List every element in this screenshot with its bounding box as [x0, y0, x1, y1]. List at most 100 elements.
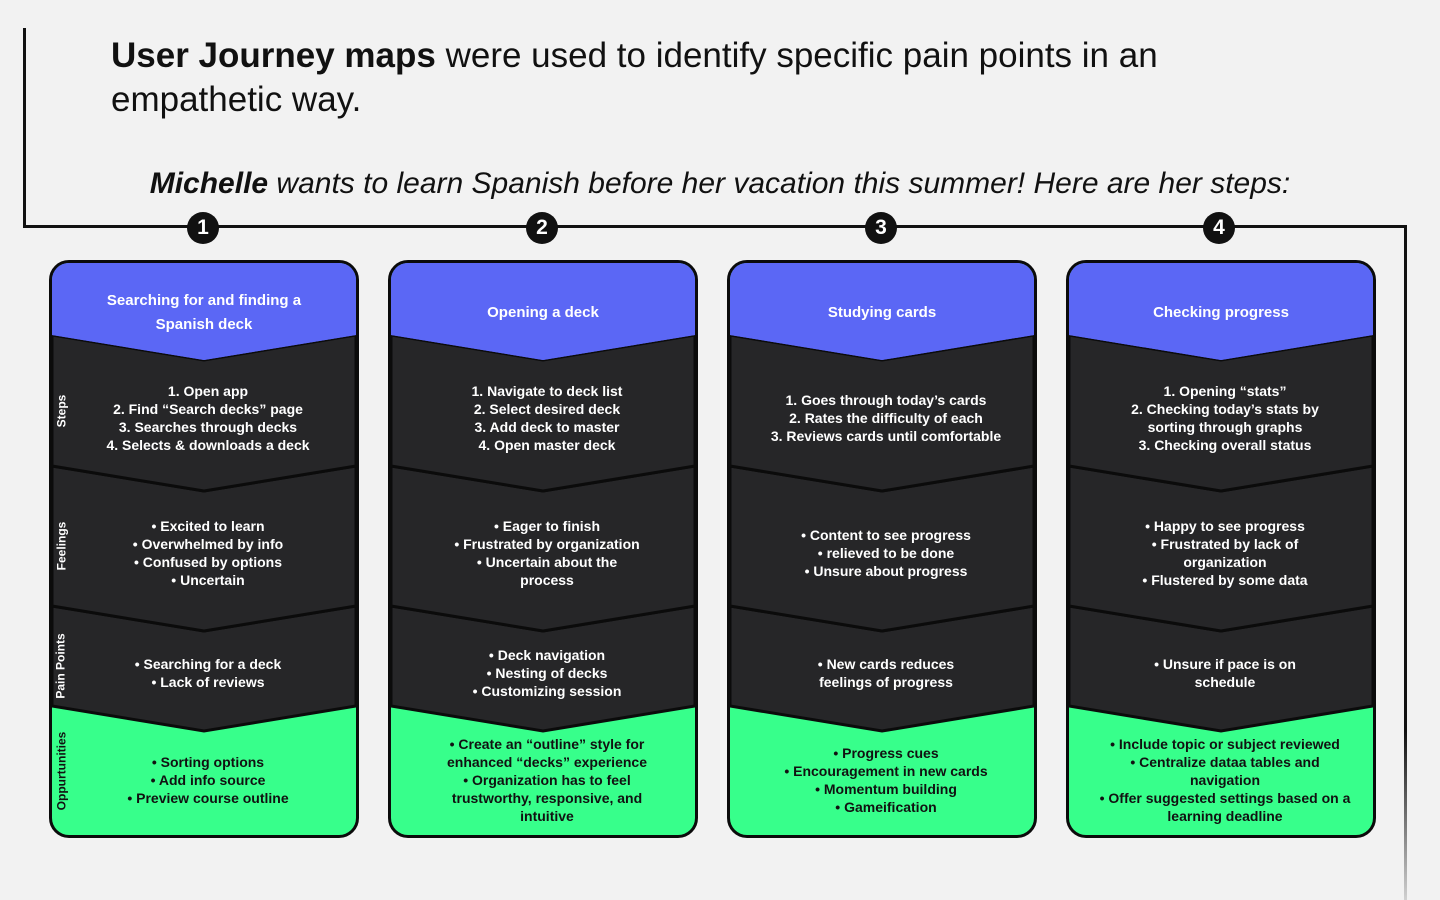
header-band-fill	[391, 263, 695, 360]
intro-headline: User Journey maps were used to identify …	[111, 34, 1261, 122]
list-item: intuitive	[520, 808, 574, 824]
list-item: 3. Checking overall status	[1138, 437, 1312, 453]
list-item: 4. Open master deck	[478, 437, 616, 453]
row-label-steps: Steps	[54, 394, 68, 427]
journey-stage-card: Studying cards 1. Goes through today’s ca…	[727, 260, 1037, 838]
list-item: 2. Select desired deck	[473, 401, 621, 417]
stage-bands	[730, 263, 1034, 835]
list-item: • Excited to learn	[151, 517, 265, 534]
stage-bands	[1069, 263, 1373, 835]
stages-1-feelings-list: • Eager to finish• Frustrated by organiz…	[454, 517, 639, 589]
stages-0-pain_points-text: • Searching for a deck• Lack of reviews	[52, 631, 356, 714]
list-item: learning deadline	[1167, 808, 1283, 824]
stage-title: Searching for and finding a Spanish deck	[106, 292, 302, 333]
list-item: • Centralize dataa tables and navigation	[1130, 754, 1320, 788]
journey-stage-card: Opening a deck 1. Navigate to deck list 2.…	[388, 260, 698, 838]
list-item: schedule	[1194, 673, 1256, 690]
list-item: • Offer suggested settings based on a	[1099, 790, 1351, 806]
stages-0-feelings-text: • Excited to learn• Overwhelmed by info •…	[52, 491, 356, 614]
list-item: • Customizing session	[472, 682, 622, 699]
list-item: 1. Open app	[167, 383, 249, 399]
stages-0-steps-text: 1. Open app 2. Find “Search decks” page 3.…	[52, 360, 356, 476]
list-item: • Lack of reviews	[151, 673, 265, 690]
list-item: sorting through graphs	[1147, 419, 1303, 435]
list-item: 2. Find “Search decks” page	[113, 401, 303, 417]
step-number-badge: 2	[526, 212, 558, 244]
list-item: • Sorting options	[151, 754, 265, 770]
headline-rest: were used to identify specific pain poin…	[111, 36, 1158, 119]
persona-rest: wants to learn Spanish before her vacati…	[268, 167, 1291, 200]
stages-2-opportunities-text: • Progress cues • Encouragement in new ca…	[730, 731, 1034, 829]
list-item: process	[520, 571, 574, 588]
frame-line-top	[23, 225, 1407, 228]
stages-0-steps-list: 1. Open app 2. Find “Search decks” page 3.…	[106, 382, 309, 454]
stages-3-opportunities-list: • Include topic or subject reviewed • Cen…	[1099, 735, 1351, 825]
list-item: 3. Searches through decks	[118, 419, 298, 435]
list-item: organization	[1183, 553, 1267, 570]
list-item: • Searching for a deck	[134, 655, 282, 672]
step-number-badge: 1	[187, 212, 219, 244]
header-band-fill	[730, 263, 1034, 360]
journey-stage-card: Checking progress 1. Opening “stats” 2. Ch…	[1066, 260, 1376, 838]
persona-line: Michelle wants to learn Spanish before h…	[0, 167, 1440, 201]
list-item: 1. Opening “stats”	[1163, 383, 1287, 399]
list-item: • Deck navigation	[488, 646, 606, 663]
list-item: feelings of progress	[819, 673, 953, 690]
stages-3-steps-list: 1. Opening “stats” 2. Checking today’s st…	[1131, 382, 1319, 454]
stages-0-opportunities-list: • Sorting options• Add info source• Prev…	[127, 753, 288, 807]
list-item: • Happy to see progress	[1145, 517, 1305, 534]
list-item: 1. Navigate to deck list	[471, 383, 623, 399]
journey-stage-card: Searching for and finding a Spanish deck…	[49, 260, 359, 838]
row-label-pain-points: Pain Points	[54, 633, 68, 699]
list-item: 3. Reviews cards until comfortable	[770, 428, 1002, 444]
list-item: • Include topic or subject reviewed	[1110, 736, 1340, 752]
stages-1-pain_points-list: • Deck navigation• Nesting of decks• Cus…	[473, 646, 622, 700]
list-item: 3. Add deck to master	[474, 419, 620, 435]
stages-1-feelings-text: • Eager to finish• Frustrated by organiz…	[391, 491, 695, 614]
persona-name: Michelle	[149, 167, 269, 200]
list-item: • relieved to be done	[817, 544, 955, 561]
stages-3-feelings-text: • Happy to see progress• Frustrated by l…	[1069, 491, 1373, 614]
list-item: • Uncertain	[171, 571, 245, 588]
headline-bold: User Journey maps	[111, 36, 436, 75]
list-item: • Momentum building	[815, 781, 957, 797]
stages-1-steps-text: 1. Navigate to deck list 2. Select desire…	[391, 360, 695, 476]
list-item: • New cards reduces	[817, 655, 955, 672]
stage-title: Checking progress	[1153, 304, 1289, 321]
list-item: • Overwhelmed by info	[132, 535, 284, 552]
header-band-fill	[52, 263, 356, 360]
list-item: • Frustrated by organization	[454, 535, 640, 552]
list-item: • Flustered by some data	[1142, 571, 1308, 588]
stages-2-opportunities-list: • Progress cues • Encouragement in new ca…	[784, 744, 987, 816]
header-band-fill	[1069, 263, 1373, 360]
stage-title: Opening a deck	[487, 304, 599, 321]
stages-3-steps-text: 1. Opening “stats” 2. Checking today’s st…	[1069, 360, 1373, 476]
stages-2-feelings-text: • Content to see progress• relieved to b…	[730, 491, 1034, 614]
stages-0-opportunities-text: • Sorting options• Add info source• Prev…	[52, 731, 356, 829]
step-number-badge: 4	[1203, 212, 1235, 244]
list-item: • Encouragement in new cards	[784, 763, 988, 779]
list-item: • Unsure about progress	[804, 562, 968, 579]
list-item: 4. Selects & downloads a deck	[106, 437, 310, 453]
list-item: • Progress cues	[833, 745, 939, 761]
frame-line-right	[1404, 225, 1407, 900]
list-item: • Uncertain about the	[476, 553, 618, 570]
list-item: 2. Checking today’s stats by	[1131, 401, 1319, 417]
list-item: • Organization has to feel	[463, 772, 631, 788]
list-item: • Preview course outline	[127, 790, 289, 806]
stage-title: Studying cards	[827, 304, 937, 321]
list-item: enhanced “decks” experience	[447, 754, 647, 770]
stages-3-feelings-list: • Happy to see progress• Frustrated by l…	[1142, 517, 1307, 589]
stages-1-pain_points-text: • Deck navigation• Nesting of decks• Cus…	[391, 631, 695, 714]
list-item: • Gameification	[835, 799, 937, 815]
frame-line-left	[23, 28, 26, 228]
list-item: 2. Rates the difficulty of each	[789, 410, 983, 426]
list-item: • Frustrated by lack of	[1151, 535, 1299, 552]
step-number-badge: 3	[865, 212, 897, 244]
